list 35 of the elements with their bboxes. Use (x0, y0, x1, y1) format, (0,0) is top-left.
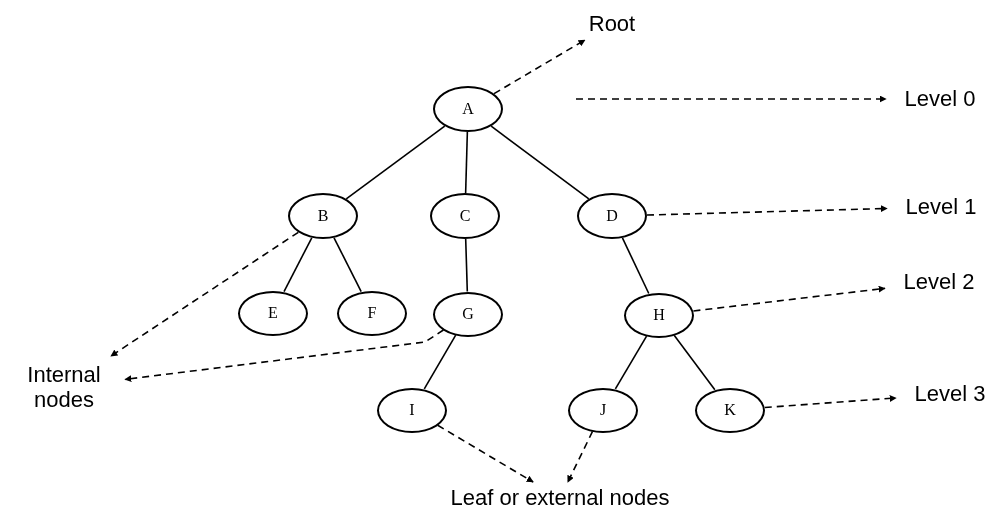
tree-node-ellipse: H (624, 292, 694, 338)
tree-node-ellipse: A (433, 86, 503, 132)
tree-node-ellipse: C (430, 193, 500, 239)
dashed-arrow (567, 430, 594, 483)
annotation-label: Level 3 (898, 380, 1002, 408)
annotation-label: Level 1 (889, 193, 993, 221)
tree-node-ellipse: G (433, 291, 503, 337)
annotation-label: Root (576, 10, 648, 38)
dashed-arrow (646, 205, 888, 216)
tree-node-ellipse: D (577, 193, 647, 239)
tree-branch-line (490, 125, 590, 200)
dashed-arrow (575, 95, 887, 103)
annotation-label: Level 0 (888, 85, 992, 113)
annotation-label: Internal nodes (5, 358, 123, 416)
tree-branch-line (621, 237, 650, 295)
dashed-arrow (692, 285, 886, 312)
annotation-label: Level 2 (887, 268, 991, 296)
tree-branch-line (614, 335, 648, 390)
tree-branch-line (345, 125, 446, 200)
tree-branch-line (423, 334, 457, 390)
tree-node-ellipse: B (288, 193, 358, 239)
tree-node-ellipse: E (238, 290, 308, 336)
tree-node-ellipse: K (695, 387, 765, 433)
tree-branch-line (464, 131, 469, 194)
tree-node-ellipse: I (377, 387, 447, 433)
dashed-arrow (764, 394, 897, 409)
dashed-arrow (493, 39, 586, 95)
tree-branch-line (333, 237, 362, 293)
annotation-label: Leaf or external nodes (395, 484, 725, 512)
tree-branch-line (283, 237, 313, 293)
dashed-arrow (110, 231, 300, 357)
tree-branch-line (673, 334, 716, 391)
tree-branch-line (464, 238, 469, 293)
tree-node-ellipse: F (337, 290, 407, 336)
tree-node-ellipse: J (568, 387, 638, 433)
